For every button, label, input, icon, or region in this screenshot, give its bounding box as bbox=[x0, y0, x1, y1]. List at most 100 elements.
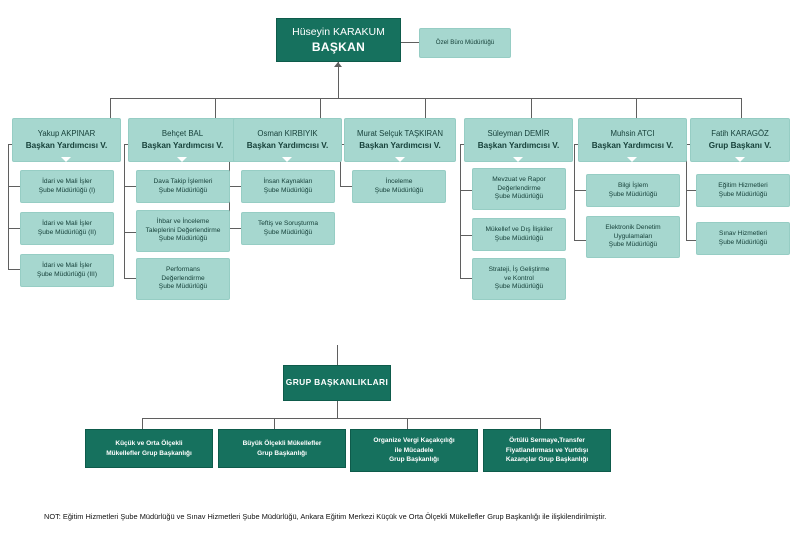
bracket-stub-1-2 bbox=[8, 186, 20, 187]
group-box-2[interactable]: Büyük Ölçekli Mükellefler Grup Başkanlığ… bbox=[218, 429, 346, 468]
deputy-role-3: Başkan Yardımcısı V. bbox=[246, 140, 329, 150]
bracket-stub-5-1 bbox=[460, 144, 465, 145]
deputy-role-7: Grup Başkanı V. bbox=[708, 140, 772, 150]
group-header-label: GRUP BAŞKANLIKLARI bbox=[285, 377, 389, 388]
unit-line: Teftiş ve Soruşturma bbox=[257, 219, 319, 227]
deputy-box-7[interactable]: Fatih KARAGÖZ Grup Başkanı V. bbox=[690, 118, 790, 162]
unit-box-5-3[interactable]: Strateji, İş Geliştirme ve Kontrol Şube … bbox=[472, 258, 566, 300]
group-box-3[interactable]: Organize Vergi Kaçakçılığı ile Mücadele … bbox=[350, 429, 478, 472]
unit-box-7-2[interactable]: Sınav Hizmetleri Şube Müdürlüğü bbox=[696, 222, 790, 255]
connector-group-header-down bbox=[337, 401, 338, 418]
deputy-box-4[interactable]: Murat Selçuk TAŞKIRAN Başkan Yardımcısı … bbox=[344, 118, 456, 162]
bracket-spine-deputy-2 bbox=[124, 144, 125, 278]
unit-box-5-2[interactable]: Mükellef ve Dış İlişkiler Şube Müdürlüğü bbox=[472, 218, 566, 251]
unit-line: Şube Müdürlüğü bbox=[494, 193, 544, 201]
deputy-box-3[interactable]: Osman KIRBIYIK Başkan Yardımcısı V. bbox=[233, 118, 342, 162]
bracket-spine-deputy-5 bbox=[460, 144, 461, 278]
unit-box-2-2[interactable]: İhbar ve İnceleme Taleplerini Değerlendi… bbox=[136, 210, 230, 252]
bracket-stub-3-3 bbox=[229, 228, 241, 229]
bracket-spine-deputy-6 bbox=[574, 144, 575, 240]
deputy-box-5[interactable]: Süleyman DEMİR Başkan Yardımcısı V. bbox=[464, 118, 573, 162]
deputy-box-6[interactable]: Muhsin ATCI Başkan Yardımcısı V. bbox=[578, 118, 687, 162]
connector-drop-deputy-4 bbox=[425, 98, 426, 118]
unit-line: Şube Müdürlüğü bbox=[608, 241, 658, 249]
bracket-stub-1-4 bbox=[8, 269, 20, 270]
bracket-spine-deputy-4 bbox=[340, 144, 341, 186]
bracket-stub-4-1 bbox=[340, 144, 345, 145]
deputy-role-6: Başkan Yardımcısı V. bbox=[591, 140, 674, 150]
unit-line: Şube Müdürlüğü bbox=[158, 283, 208, 291]
unit-box-3-2[interactable]: Teftiş ve Soruşturma Şube Müdürlüğü bbox=[241, 212, 335, 245]
president-name: Hüseyin KARAKUM bbox=[292, 25, 385, 38]
deputy-name-5: Süleyman DEMİR bbox=[487, 129, 550, 139]
unit-line: İdari ve Mali İşler bbox=[42, 219, 92, 227]
group-line: Organize Vergi Kaçakçılığı bbox=[373, 436, 455, 444]
connector-drop-deputy-3 bbox=[320, 98, 321, 118]
connector-drop-group-3 bbox=[407, 418, 408, 429]
unit-line: Elektronik Denetim bbox=[605, 223, 661, 231]
deputy-name-4: Murat Selçuk TAŞKIRAN bbox=[357, 129, 443, 139]
group-line: Grup Başkanlığı bbox=[389, 456, 439, 464]
deputy-name-3: Osman KIRBIYIK bbox=[257, 129, 318, 139]
unit-line: Taleplerini Değerlendirme bbox=[145, 226, 221, 234]
unit-line: Şube Müdürlüğü (II) bbox=[37, 228, 97, 236]
unit-line: Şube Müdürlüğü bbox=[263, 228, 313, 236]
arrow-up-president bbox=[334, 62, 342, 67]
bracket-stub-1-3 bbox=[8, 228, 20, 229]
connector-president-to-private-office bbox=[401, 42, 419, 43]
unit-line: ve Kontrol bbox=[504, 274, 534, 282]
deputy-box-1[interactable]: Yakup AKPINAR Başkan Yardımcısı V. bbox=[12, 118, 121, 162]
unit-box-3-1[interactable]: İnsan Kaynakları Şube Müdürlüğü bbox=[241, 170, 335, 203]
unit-line: İhbar ve İnceleme bbox=[156, 217, 210, 225]
group-box-4[interactable]: Örtülü Sermaye,Transfer Fiyatlandırması … bbox=[483, 429, 611, 472]
unit-box-6-2[interactable]: Elektronik Denetim Uygulamaları Şube Müd… bbox=[586, 216, 680, 258]
bracket-spine-deputy-7 bbox=[686, 144, 687, 240]
unit-line: Şube Müdürlüğü bbox=[718, 238, 768, 246]
unit-box-5-1[interactable]: Mevzuat ve Rapor Değerlendirme Şube Müdü… bbox=[472, 168, 566, 210]
deputy-box-2[interactable]: Behçet BAL Başkan Yardımcısı V. bbox=[128, 118, 237, 162]
connector-drop-group-4 bbox=[540, 418, 541, 429]
private-office-label: Özel Büro Müdürlüğü bbox=[435, 38, 495, 46]
bracket-stub-7-3 bbox=[686, 240, 698, 241]
unit-line: Performans bbox=[165, 265, 201, 273]
bracket-stub-7-2 bbox=[686, 190, 698, 191]
unit-line: Sınav Hizmetleri bbox=[718, 229, 767, 237]
connector-bus-groups bbox=[142, 418, 540, 419]
deputy-name-1: Yakup AKPINAR bbox=[37, 129, 96, 139]
unit-line: Şube Müdürlüğü bbox=[158, 186, 208, 194]
unit-box-4-1[interactable]: İnceleme Şube Müdürlüğü bbox=[352, 170, 446, 203]
unit-line: İdari ve Mali İşler bbox=[42, 261, 92, 269]
bracket-stub-5-4 bbox=[460, 278, 472, 279]
unit-line: Şube Müdürlüğü bbox=[494, 283, 544, 291]
president-box[interactable]: Hüseyin KARAKUM BAŞKAN bbox=[276, 18, 401, 62]
unit-box-1-2[interactable]: İdari ve Mali İşler Şube Müdürlüğü (II) bbox=[20, 212, 114, 245]
bracket-stub-6-1 bbox=[574, 144, 579, 145]
unit-box-2-1[interactable]: Dava Takip İşlemleri Şube Müdürlüğü bbox=[136, 170, 230, 203]
unit-box-7-1[interactable]: Eğitim Hizmetleri Şube Müdürlüğü bbox=[696, 174, 790, 207]
unit-box-2-3[interactable]: Performans Değerlendirme Şube Müdürlüğü bbox=[136, 258, 230, 300]
unit-box-1-1[interactable]: İdari ve Mali İşler Şube Müdürlüğü (I) bbox=[20, 170, 114, 203]
unit-box-1-3[interactable]: İdari ve Mali İşler Şube Müdürlüğü (III) bbox=[20, 254, 114, 287]
unit-line: İnceleme bbox=[385, 177, 413, 185]
group-header-box[interactable]: GRUP BAŞKANLIKLARI bbox=[283, 365, 391, 401]
unit-box-6-1[interactable]: Bilgi İşlem Şube Müdürlüğü bbox=[586, 174, 680, 207]
connector-drop-deputy-6 bbox=[636, 98, 637, 118]
connector-drop-group-1 bbox=[142, 418, 143, 429]
group-line: Kazançlar Grup Başkanlığı bbox=[505, 456, 589, 464]
connector-drop-deputy-1 bbox=[110, 98, 111, 118]
unit-line: Dava Takip İşlemleri bbox=[153, 177, 213, 185]
connector-drop-deputy-7 bbox=[741, 98, 742, 118]
group-line: Küçük ve Orta Ölçekli bbox=[115, 439, 183, 447]
bracket-stub-4-2 bbox=[340, 186, 352, 187]
private-office-box[interactable]: Özel Büro Müdürlüğü bbox=[419, 28, 511, 58]
group-box-1[interactable]: Küçük ve Orta Ölçekli Mükellefler Grup B… bbox=[85, 429, 213, 468]
notch-deputy-2 bbox=[177, 157, 187, 162]
bracket-stub-3-2 bbox=[229, 186, 241, 187]
bracket-stub-2-3 bbox=[124, 232, 136, 233]
deputy-role-4: Başkan Yardımcısı V. bbox=[359, 140, 441, 150]
connector-spine-president bbox=[338, 62, 339, 98]
bracket-stub-2-4 bbox=[124, 278, 136, 279]
notch-deputy-6 bbox=[627, 157, 637, 162]
unit-line: Mevzuat ve Rapor bbox=[492, 175, 546, 183]
